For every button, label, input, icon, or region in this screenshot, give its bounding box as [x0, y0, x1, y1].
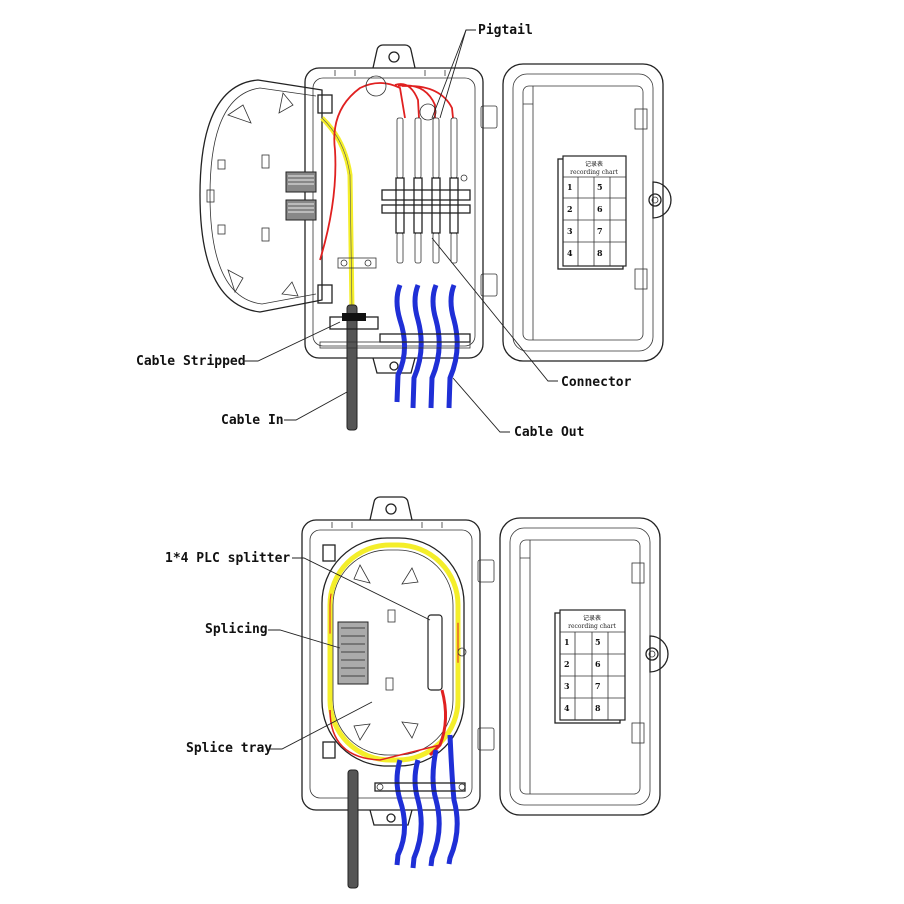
label-connector: Connector [561, 375, 632, 390]
svg-text:1: 1 [564, 637, 570, 647]
bottom-assembly: 记录表 recording chart 1 5 2 6 3 7 4 8 [301, 496, 669, 889]
cable-out-bottom [394, 734, 460, 869]
svg-text:2: 2 [564, 659, 570, 669]
cable-in-top [346, 304, 358, 431]
splice-tray-mounted [321, 537, 467, 767]
svg-text:4: 4 [567, 248, 573, 258]
splice-tray-open [199, 79, 333, 313]
svg-text:7: 7 [597, 226, 603, 236]
label-splicing: Splicing [205, 622, 268, 637]
chart-title-cn: 记录表 [583, 614, 601, 622]
svg-text:6: 6 [595, 659, 601, 669]
cable-out-top [394, 284, 460, 409]
cable-in-bottom [347, 769, 359, 889]
connector-array-top [365, 75, 471, 264]
svg-text:8: 8 [597, 248, 603, 258]
svg-text:3: 3 [564, 681, 570, 691]
label-cable-stripped: Cable Stripped [136, 354, 246, 369]
label-plc-splitter: 1*4 PLC splitter [165, 551, 290, 566]
svg-text:8: 8 [595, 703, 601, 713]
svg-text:2: 2 [567, 204, 573, 214]
chart-title-en: recording chart [568, 623, 616, 630]
label-splice-tray: Splice tray [186, 741, 272, 756]
svg-text:4: 4 [564, 703, 570, 713]
svg-text:3: 3 [567, 226, 573, 236]
svg-text:5: 5 [597, 182, 603, 192]
chart-title-cn: 记录表 [585, 160, 603, 168]
svg-text:1: 1 [567, 182, 573, 192]
callout-labels: Pigtail Cable Stripped Cable In Connecto… [136, 23, 632, 756]
recording-chart-bottom: 记录表 recording chart 1 5 2 6 3 7 4 8 [559, 609, 626, 721]
label-cable-out: Cable Out [514, 425, 584, 440]
top-assembly: 记录表 recording chart 1 5 2 6 3 7 4 8 [199, 44, 672, 431]
chart-title-en: recording chart [570, 169, 618, 176]
label-pigtail: Pigtail [478, 23, 533, 38]
recording-chart-top: 记录表 recording chart 1 5 2 6 3 7 4 8 [562, 155, 627, 267]
svg-text:7: 7 [595, 681, 601, 691]
label-cable-in: Cable In [221, 413, 284, 428]
svg-text:6: 6 [597, 204, 603, 214]
svg-text:5: 5 [595, 637, 601, 647]
